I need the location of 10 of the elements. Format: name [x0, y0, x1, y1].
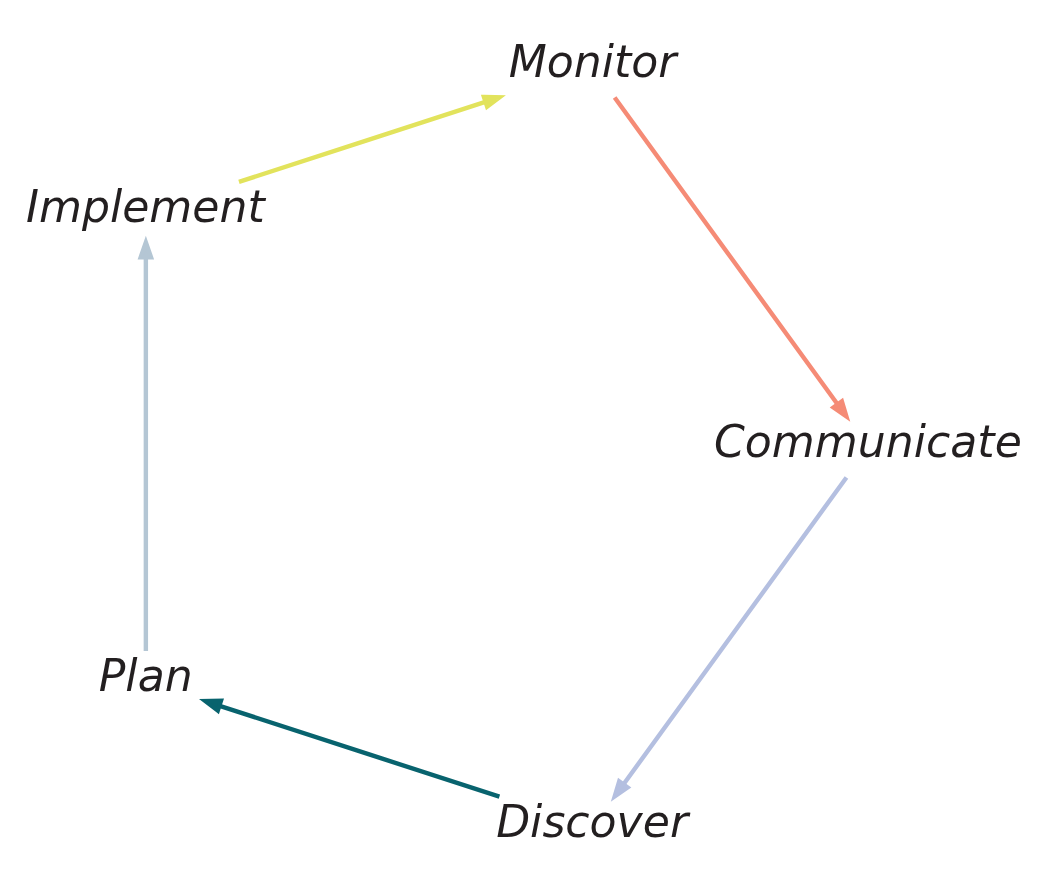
arrow: [612, 95, 851, 422]
node-text: Implement: [25, 180, 265, 232]
node-text: Monitor: [508, 35, 677, 87]
arrow: [238, 94, 506, 184]
node-text: Plan: [98, 649, 193, 701]
node-text: Discover: [496, 795, 689, 847]
arrow: [199, 698, 501, 799]
arrow: [137, 235, 155, 651]
arrow: [610, 475, 849, 802]
node-text: Communicate: [714, 415, 1022, 467]
